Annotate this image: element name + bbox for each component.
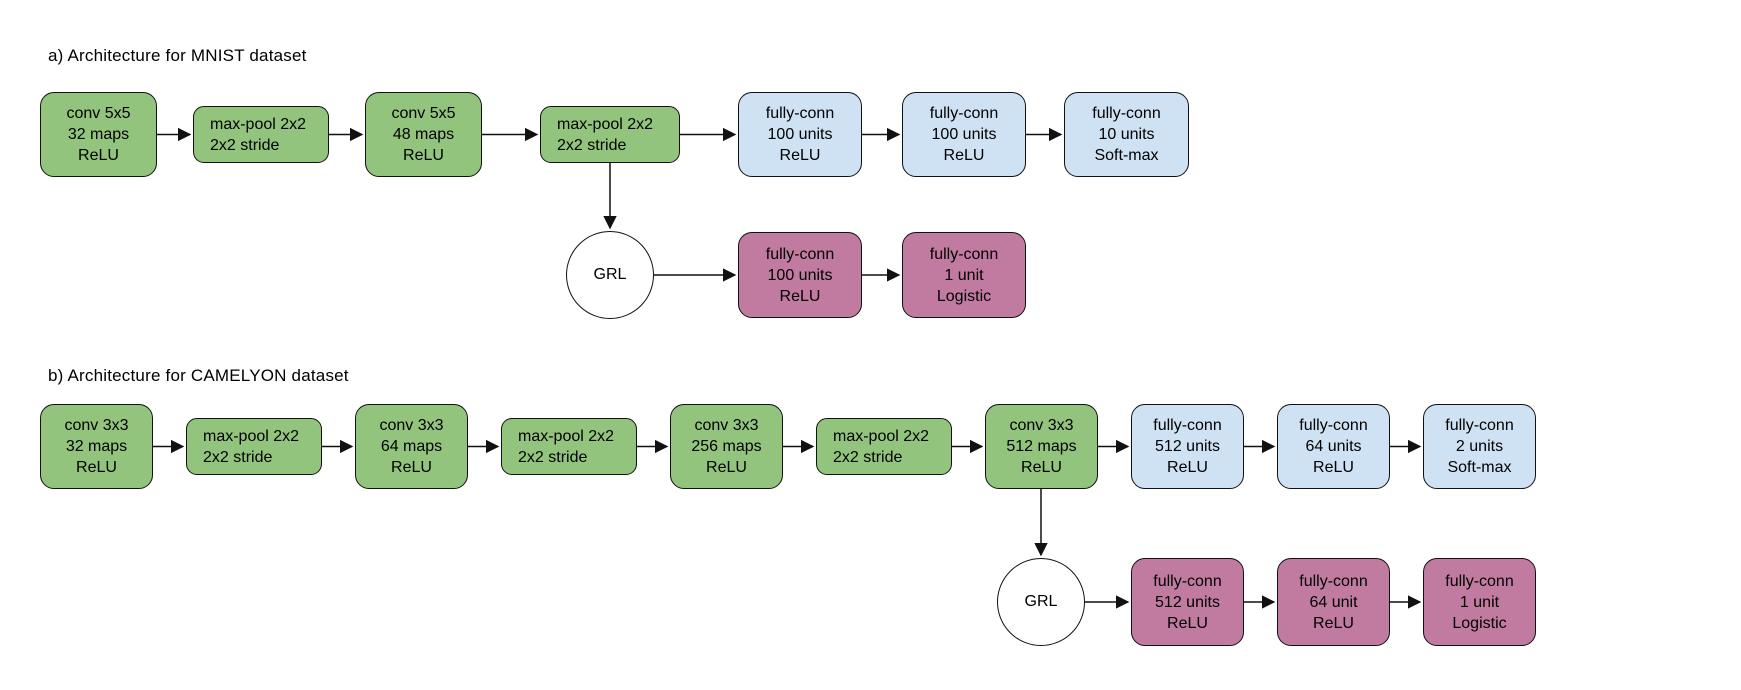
node-fc-512: fully-conn 512 units ReLU	[1131, 404, 1244, 489]
node-line: fully-conn	[929, 245, 999, 263]
node-line: conv 3x3	[379, 417, 444, 434]
node-line: fully-conn	[1445, 417, 1514, 434]
node-line: Soft-max	[1447, 459, 1512, 476]
node-line: ReLU	[1167, 614, 1208, 632]
node-maxpool-1: max-pool 2x2 2x2 stride	[193, 106, 329, 163]
node-fc-100-2: fully-conn 100 units ReLU	[902, 92, 1026, 177]
node-line: conv 5x5	[66, 105, 131, 122]
node-fc-100-1: fully-conn 100 units ReLU	[738, 92, 862, 177]
node-line: 100 units	[767, 266, 833, 284]
node-line: fully-conn	[1299, 417, 1368, 434]
node-line: ReLU	[779, 287, 821, 305]
grl-label: GRL	[1024, 593, 1058, 610]
grl-label: GRL	[593, 266, 627, 283]
node-domain-fc-1-logistic-b: fully-conn 1 unit Logistic	[1423, 558, 1536, 646]
node-line: ReLU	[1313, 459, 1354, 476]
node-line: 1 unit	[1459, 593, 1500, 611]
node-line: ReLU	[1313, 614, 1354, 632]
node-maxpool-b1: max-pool 2x2 2x2 stride	[186, 418, 322, 475]
node-line: 2x2 stride	[210, 136, 280, 154]
node-domain-fc-1-logistic: fully-conn 1 unit Logistic	[902, 232, 1026, 318]
node-line: fully-conn	[1445, 572, 1514, 590]
node-line: ReLU	[391, 459, 432, 476]
node-line: 2x2 stride	[203, 448, 273, 466]
grl-node-a: GRL	[566, 231, 654, 319]
node-line: 2x2 stride	[518, 448, 588, 466]
node-fc-10-softmax: fully-conn 10 units Soft-max	[1064, 92, 1189, 177]
node-line: 100 units	[767, 126, 833, 143]
node-line: ReLU	[1021, 459, 1062, 476]
node-line: Logistic	[936, 287, 992, 305]
node-maxpool-b3: max-pool 2x2 2x2 stride	[816, 418, 952, 475]
node-line: conv 3x3	[1009, 417, 1074, 434]
node-line: 512 units	[1155, 438, 1220, 455]
node-line: ReLU	[706, 459, 747, 476]
node-line: ReLU	[403, 147, 444, 164]
node-line: max-pool 2x2	[203, 427, 300, 445]
node-conv-5x5-48: conv 5x5 48 maps ReLU	[365, 92, 482, 177]
node-line: max-pool 2x2	[518, 427, 615, 445]
node-fc-2-softmax: fully-conn 2 units Soft-max	[1423, 404, 1536, 489]
node-line: ReLU	[943, 147, 985, 164]
node-line: 48 maps	[392, 126, 455, 143]
grl-node-b: GRL	[997, 558, 1085, 646]
node-line: Soft-max	[1094, 147, 1159, 164]
node-maxpool-b2: max-pool 2x2 2x2 stride	[501, 418, 637, 475]
node-conv-3x3-64: conv 3x3 64 maps ReLU	[355, 404, 468, 489]
node-line: 64 unit	[1309, 593, 1358, 611]
node-line: conv 3x3	[64, 417, 129, 434]
node-line: fully-conn	[1299, 572, 1368, 590]
node-fc-64: fully-conn 64 units ReLU	[1277, 404, 1390, 489]
node-line: 2x2 stride	[557, 136, 627, 154]
node-line: ReLU	[779, 147, 821, 164]
node-line: fully-conn	[929, 105, 999, 122]
node-line: 32 maps	[67, 126, 130, 143]
node-line: conv 5x5	[391, 105, 456, 122]
node-line: 32 maps	[65, 438, 128, 455]
node-line: fully-conn	[765, 105, 835, 122]
node-line: Logistic	[1452, 614, 1507, 632]
section-a-title: a) Architecture for MNIST dataset	[48, 46, 307, 65]
node-line: 256 maps	[691, 438, 762, 455]
node-line: 2x2 stride	[833, 448, 903, 466]
section-b-title: b) Architecture for CAMELYON dataset	[48, 366, 349, 385]
node-line: 1 unit	[944, 266, 984, 284]
node-domain-fc-512: fully-conn 512 units ReLU	[1131, 558, 1244, 646]
node-conv-3x3-32: conv 3x3 32 maps ReLU	[40, 404, 153, 489]
node-line: 512 units	[1155, 593, 1220, 611]
node-maxpool-2: max-pool 2x2 2x2 stride	[540, 106, 680, 163]
node-line: 64 maps	[380, 438, 443, 455]
node-conv-5x5-32: conv 5x5 32 maps ReLU	[40, 92, 157, 177]
node-line: 100 units	[931, 126, 997, 143]
node-line: max-pool 2x2	[557, 115, 654, 133]
node-line: fully-conn	[1153, 417, 1222, 434]
node-line: ReLU	[78, 147, 119, 164]
node-line: 512 maps	[1006, 438, 1077, 455]
node-line: fully-conn	[1092, 105, 1161, 122]
node-line: fully-conn	[1153, 572, 1222, 590]
node-line: fully-conn	[765, 245, 835, 263]
node-line: 10 units	[1098, 126, 1155, 143]
node-line: 2 units	[1455, 438, 1504, 455]
node-domain-fc-100: fully-conn 100 units ReLU	[738, 232, 862, 318]
node-line: conv 3x3	[694, 417, 759, 434]
node-domain-fc-64: fully-conn 64 unit ReLU	[1277, 558, 1390, 646]
node-conv-3x3-256: conv 3x3 256 maps ReLU	[670, 404, 783, 489]
node-conv-3x3-512: conv 3x3 512 maps ReLU	[985, 404, 1098, 489]
node-line: ReLU	[76, 459, 117, 476]
node-line: ReLU	[1167, 459, 1208, 476]
node-line: max-pool 2x2	[210, 115, 307, 133]
node-line: 64 units	[1305, 438, 1362, 455]
node-line: max-pool 2x2	[833, 427, 930, 445]
